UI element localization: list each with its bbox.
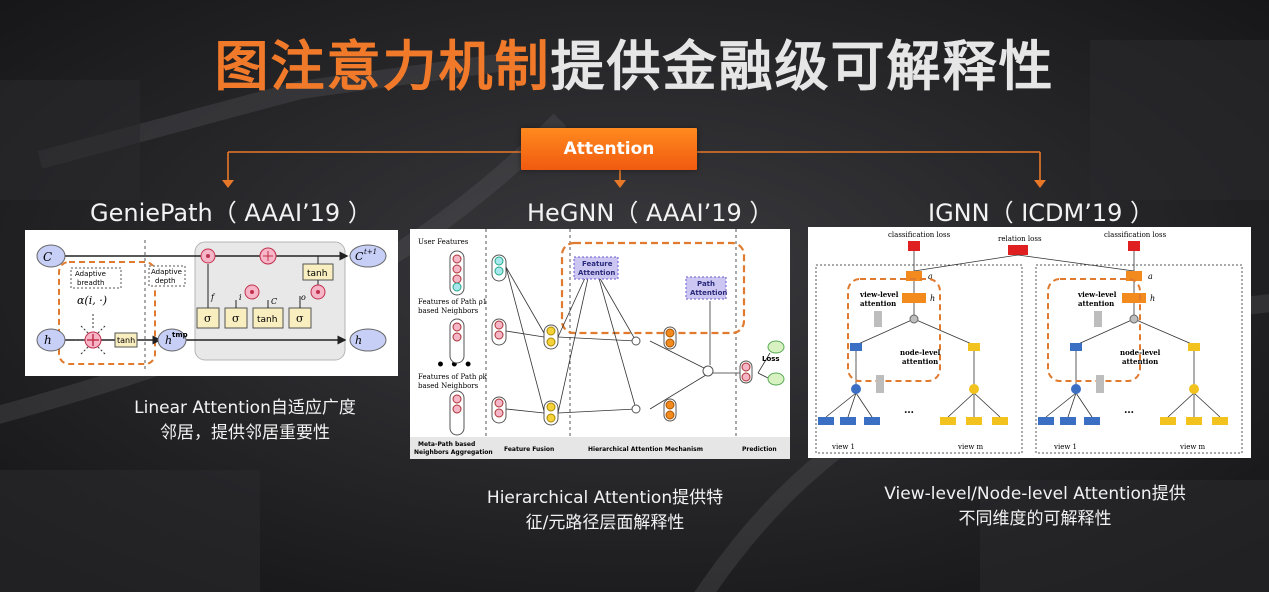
feature-attention-1: Feature: [582, 260, 613, 268]
title-highlight: 图注意力机制: [214, 35, 551, 98]
path1-2: based Neighbors: [418, 307, 479, 315]
view-level-left-1: view-level: [859, 290, 899, 299]
desc-hegnn-line2: 征/元路径层面解释性: [525, 513, 685, 533]
pathk-1: Features of Path ρk: [418, 373, 488, 381]
node-level-left-1: node-level: [900, 348, 941, 357]
path-attention-1: Path: [697, 280, 715, 288]
ignn-diagram: classification loss relation loss classi…: [808, 227, 1251, 458]
hegnn-diagram: User Features Features of Path ρ1 based …: [410, 229, 790, 459]
path-attention-2: Attention: [690, 289, 727, 297]
hu-right: h: [1150, 294, 1155, 303]
ct-label: C: [43, 250, 52, 264]
classification-loss-right: classification loss: [1104, 231, 1167, 239]
desc-ignn-line1: View-level/Node-level Attention提供: [884, 484, 1186, 504]
page-title: 图注意力机制提供金融级可解释性: [0, 22, 1269, 101]
node-level-right-1: node-level: [1120, 348, 1161, 357]
tanh-top: tanh: [307, 269, 327, 279]
svg-text:• • •: • • •: [436, 357, 473, 373]
title-rest: 提供金融级可解释性: [550, 35, 1055, 98]
model-title-geniepath: GeniePath（ AAAI’19 ）: [90, 199, 372, 227]
htmp-sup: tmp: [172, 331, 188, 339]
section-hierarchical: Hierarchical Attention Mechanism: [588, 446, 703, 453]
svg-text:…: …: [1124, 405, 1134, 416]
view-level-left-2: attention: [860, 299, 896, 308]
desc-ignn: View-level/Node-level Attention提供 不同维度的可…: [840, 482, 1230, 532]
desc-hegnn: Hierarchical Attention提供特 征/元路径层面解释性: [440, 486, 770, 536]
desc-geniepath: Linear Attention自适应广度 邻居，提供邻居重要性: [70, 396, 420, 446]
loss-label: Loss: [762, 355, 780, 363]
section-metapath-1: Meta-Path based: [418, 441, 475, 448]
ct1-sup: t+1: [364, 248, 377, 256]
node-level-left-2: attention: [902, 357, 938, 366]
sigma-o: σ: [296, 312, 304, 325]
gates: σ σ tanh σ tanh: [196, 263, 334, 329]
alpha-label: α(i, ·): [77, 294, 107, 307]
viewm-right: view m: [1179, 443, 1206, 451]
section-fusion: Feature Fusion: [504, 446, 554, 453]
geniepath-diagram: C C t+1 h h tmp h Adaptive breadth Adapt…: [25, 230, 398, 376]
ht-label: h: [44, 333, 52, 347]
c-label: C: [271, 297, 277, 306]
hu-left: h: [930, 294, 935, 303]
tanh-c: tanh: [257, 315, 277, 325]
user-features: User Features: [418, 238, 469, 246]
adaptive-breadth-1: Adaptive: [75, 270, 106, 278]
ct1-label: C: [355, 250, 364, 263]
svg-text:…: …: [904, 405, 914, 416]
relation-loss: relation loss: [998, 235, 1042, 243]
model-title-hegnn: HeGNN（ AAAI’19 ）: [527, 199, 774, 227]
view1-right: view 1: [1053, 443, 1077, 451]
f-label: f: [210, 293, 216, 302]
view-level-right-2: attention: [1078, 299, 1114, 308]
classification-loss-left: classification loss: [888, 231, 951, 239]
adaptive-depth-1: Adaptive: [151, 268, 182, 276]
adaptive-breadth-2: breadth: [77, 279, 104, 287]
attention-box: Attention: [521, 128, 697, 170]
sigma-i: σ: [232, 312, 240, 325]
htmp-h: h: [165, 334, 172, 347]
ht1-label: h: [355, 334, 362, 347]
path1-1: Features of Path ρ1: [418, 298, 487, 306]
au-right: a: [1148, 272, 1153, 281]
model-title-ignn: IGNN（ ICDM’19 ）: [928, 199, 1155, 227]
pathk-2: based Neighbors: [418, 382, 479, 390]
desc-geniepath-line2: 邻居，提供邻居重要性: [160, 423, 330, 443]
adaptive-depth-2: depth: [155, 277, 175, 285]
view-level-right-1: view-level: [1077, 290, 1117, 299]
tanh-left: tanh: [117, 336, 135, 345]
i-label: i: [239, 293, 242, 302]
feature-attention-2: Attention: [578, 269, 615, 277]
desc-geniepath-line1: Linear Attention自适应广度: [134, 398, 356, 418]
o-label: o: [301, 293, 306, 302]
desc-ignn-line2: 不同维度的可解释性: [958, 509, 1112, 529]
au-left: a: [928, 272, 933, 281]
desc-hegnn-line1: Hierarchical Attention提供特: [486, 488, 724, 508]
section-metapath-2: Neighbors Aggregation: [414, 449, 493, 456]
node-level-right-2: attention: [1122, 357, 1158, 366]
view1-left: view 1: [831, 443, 855, 451]
viewm-left: view m: [957, 443, 984, 451]
section-prediction: Prediction: [742, 446, 777, 453]
sigma-f: σ: [204, 312, 212, 325]
